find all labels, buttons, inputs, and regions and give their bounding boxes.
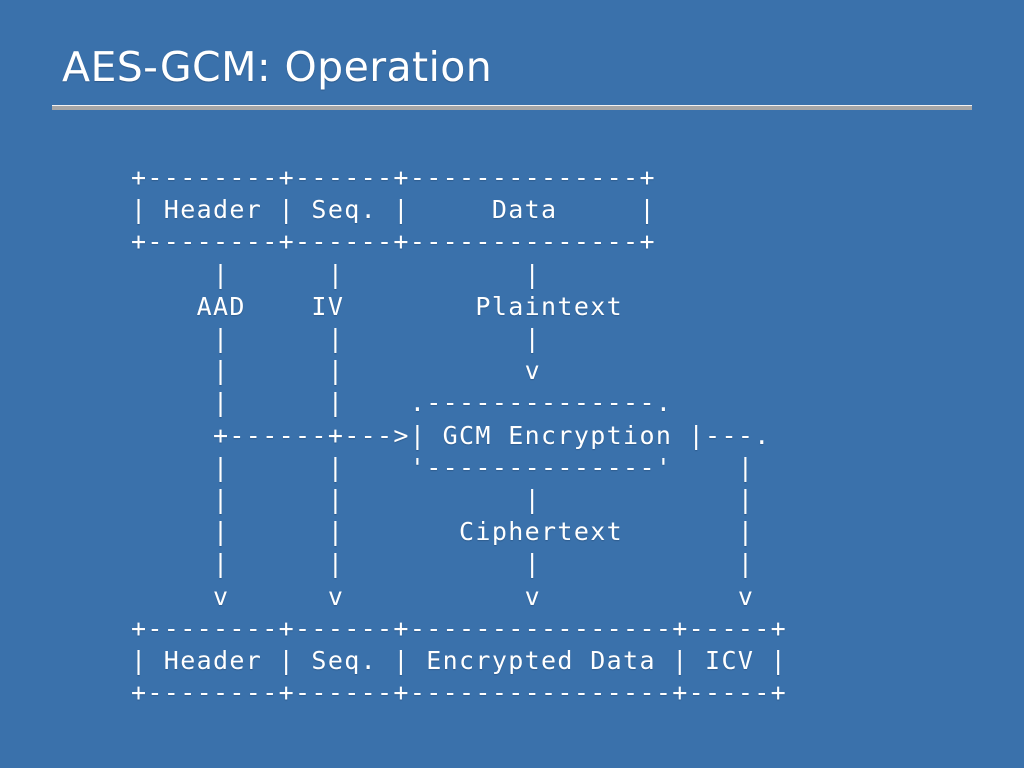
ascii-line-16: +--------+------+----------------+-----+ — [131, 678, 788, 708]
ascii-line-14: +--------+------+----------------+-----+ — [131, 613, 788, 643]
ascii-line-5: | | | — [131, 324, 542, 354]
ascii-line-13: v v v v — [131, 581, 755, 611]
page-title: AES-GCM: Operation — [62, 43, 493, 91]
ascii-line-7: | | .--------------. — [131, 388, 673, 418]
ascii-line-15: | Header | Seq. | Encrypted Data | ICV | — [131, 646, 788, 676]
ascii-line-12: | | | | — [131, 549, 755, 579]
ascii-line-3: | | | — [131, 259, 542, 289]
ascii-line-9: | | '--------------' | — [131, 452, 755, 482]
title-underline-rule — [52, 105, 972, 110]
ascii-line-0: +--------+------+--------------+ — [131, 163, 656, 192]
ascii-line-8: +------+--->| GCM Encryption |---. — [131, 420, 771, 450]
ascii-line-10: | | | | — [131, 485, 755, 515]
ascii-line-4: AAD IV Plaintext — [131, 291, 624, 321]
ascii-line-11: | | Ciphertext | — [131, 517, 755, 547]
ascii-line-6: | | v — [131, 356, 542, 386]
ascii-diagram: +--------+------+--------------+| Header… — [131, 162, 787, 709]
ascii-line-1: | Header | Seq. | Data | — [131, 195, 656, 225]
ascii-line-2: +--------+------+--------------+ — [131, 227, 656, 257]
